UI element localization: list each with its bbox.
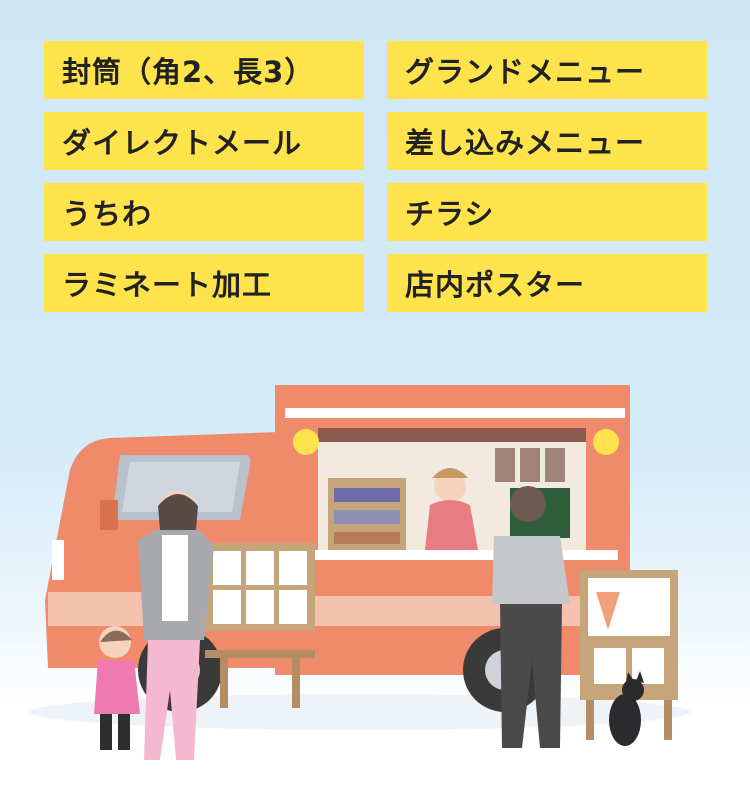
truck-box: [275, 385, 630, 712]
label-grand-menu: グランドメニュー: [387, 41, 707, 99]
child-figure: [94, 626, 140, 750]
headlight: [52, 540, 64, 580]
customer-figure: [492, 486, 570, 748]
side-mirror: [100, 500, 118, 530]
label-direct-mail: ダイレクトメール: [44, 112, 364, 170]
label-store-poster: 店内ポスター: [387, 254, 707, 312]
lamp-right: [593, 429, 619, 455]
menu-board-right: [580, 570, 678, 740]
lamp-left: [293, 429, 319, 455]
label-insert-menu: 差し込みメニュー: [387, 112, 707, 170]
awning-stripe: [285, 408, 625, 418]
cat-figure: [609, 671, 644, 746]
product-label-grid: 封筒（角2、長3） ダイレクトメール うちわ ラミネート加工 グランドメニュー …: [0, 0, 750, 330]
vendor-apron: [425, 500, 478, 550]
label-flyer: チラシ: [387, 183, 707, 241]
menu-stand-left: [205, 543, 315, 708]
woman-figure: [138, 491, 214, 760]
label-envelope: 封筒（角2、長3）: [44, 41, 364, 99]
service-counter: [300, 550, 618, 560]
label-lamination: ラミネート加工: [44, 254, 364, 312]
label-uchiwa-fan: うちわ: [44, 183, 364, 241]
